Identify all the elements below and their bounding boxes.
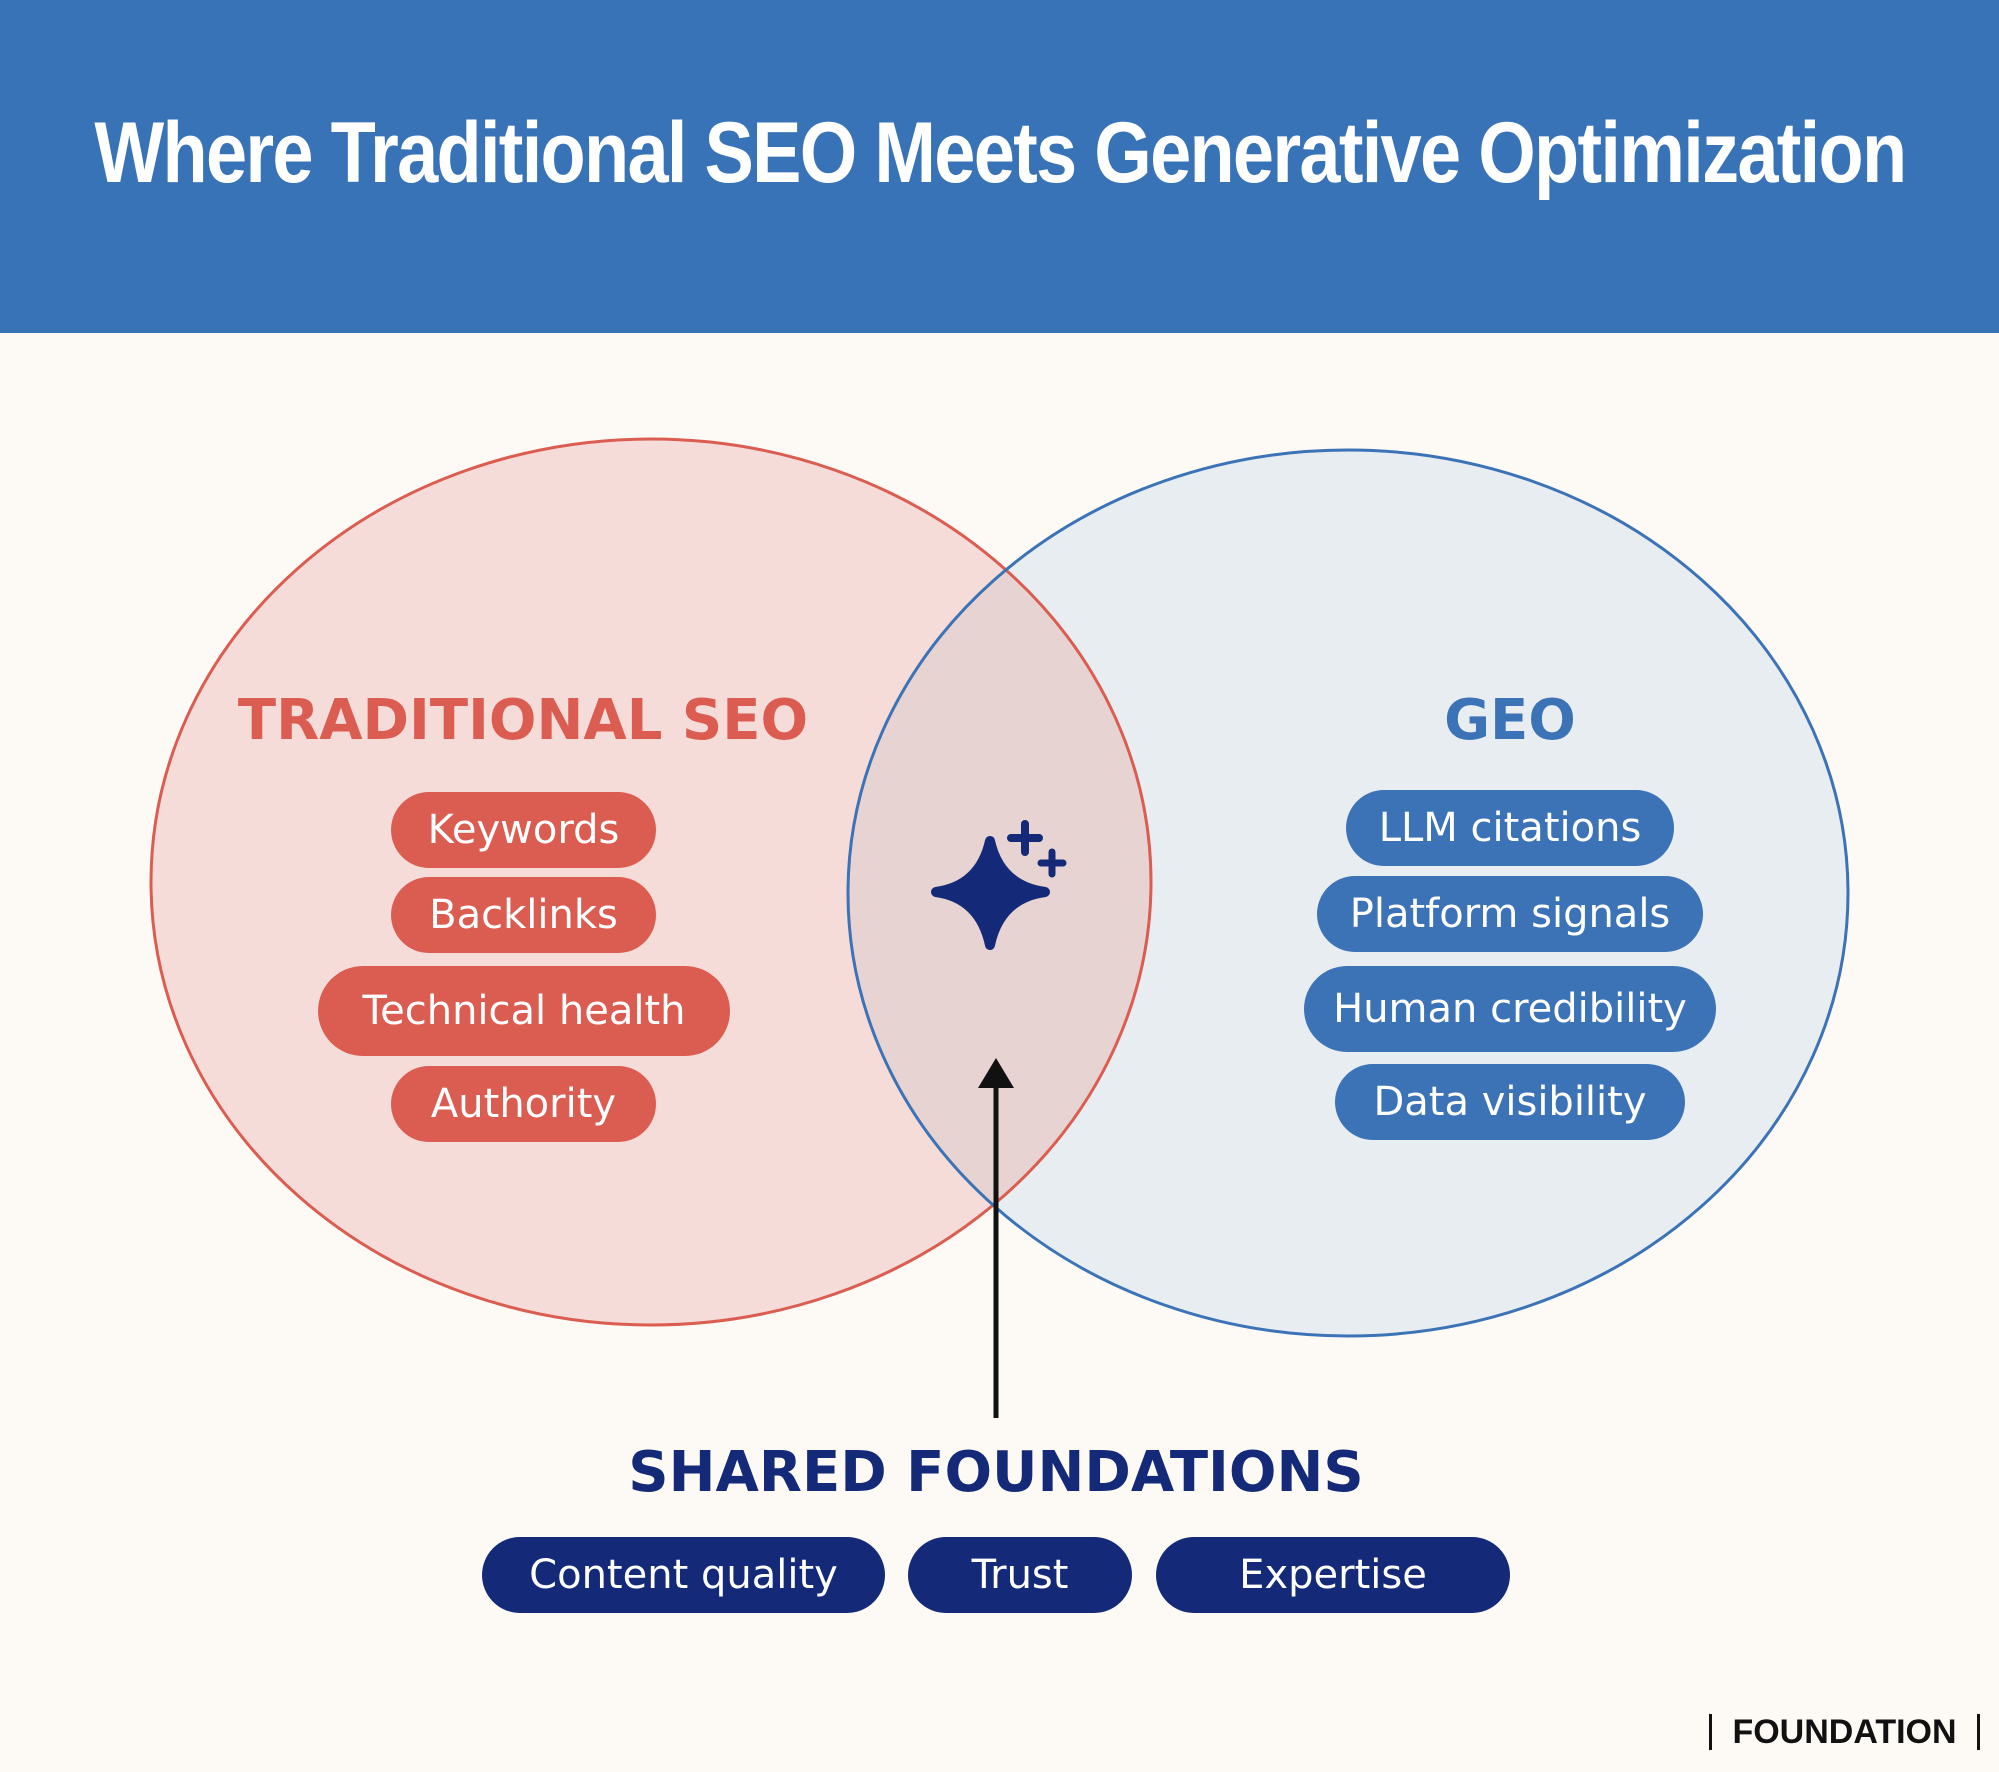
- seo-pill-backlinks: Backlinks: [391, 877, 656, 953]
- foundation-logo: FOUNDATION: [1709, 1714, 1980, 1750]
- seo-pill-technical-health: Technical health: [318, 966, 730, 1056]
- seo-pill-authority: Authority: [391, 1066, 656, 1142]
- geo-circle-outline: [846, 448, 1850, 1338]
- shared-pill-expertise: Expertise: [1156, 1537, 1510, 1613]
- seo-title: TRADITIONAL SEO: [237, 688, 809, 753]
- shared-pill-content-quality: Content quality: [482, 1537, 885, 1613]
- seo-circle-outline: [149, 437, 1153, 1327]
- shared-title: SHARED FOUNDATIONS: [628, 1440, 1364, 1505]
- sparkle-icon: [931, 820, 1067, 950]
- geo-pill-data-visibility: Data visibility: [1335, 1064, 1685, 1140]
- geo-pill-platform-signals: Platform signals: [1317, 876, 1703, 952]
- header-banner: Where Traditional SEO Meets Generative O…: [0, 0, 1999, 333]
- geo-pill-human-credibility: Human credibility: [1304, 966, 1716, 1052]
- geo-title: GEO: [1444, 688, 1576, 753]
- arrow-up-icon: [978, 1058, 1014, 1418]
- page-title: Where Traditional SEO Meets Generative O…: [94, 105, 1907, 201]
- seo-pill-keywords: Keywords: [391, 792, 656, 868]
- geo-pill-llm-citations: LLM citations: [1346, 790, 1674, 866]
- shared-pill-trust: Trust: [908, 1537, 1132, 1613]
